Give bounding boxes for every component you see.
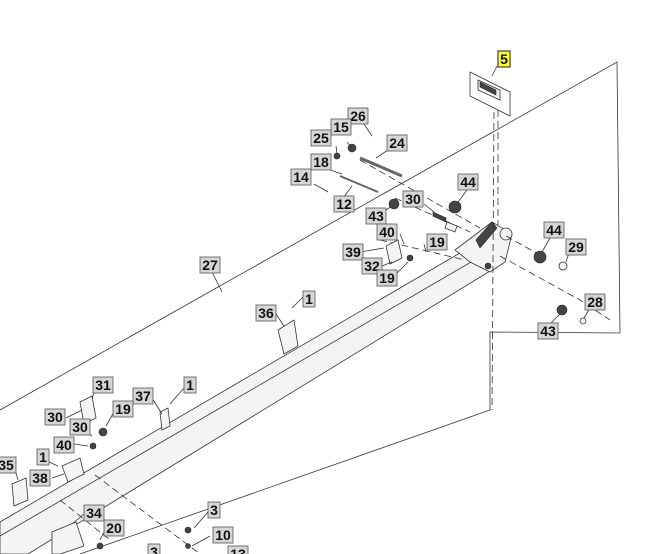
callout-box[interactable]: [53, 436, 75, 454]
callout-36[interactable]: 36: [255, 304, 277, 322]
callout-box[interactable]: [92, 376, 114, 394]
callout-40[interactable]: 40: [376, 223, 398, 241]
part-5-bracket[interactable]: [469, 71, 511, 117]
callout-box[interactable]: [565, 238, 587, 256]
callout-40[interactable]: 40: [53, 436, 75, 454]
callout-3[interactable]: 3: [147, 543, 161, 554]
callout-38[interactable]: 38: [29, 469, 51, 487]
callout-box[interactable]: [310, 129, 332, 147]
callout-box[interactable]: [330, 118, 352, 136]
callout-box[interactable]: [103, 519, 125, 537]
callout-44[interactable]: 44: [457, 173, 479, 191]
callout-1[interactable]: 1: [183, 376, 197, 394]
callout-box[interactable]: [44, 408, 66, 426]
callout-19[interactable]: 19: [112, 400, 134, 418]
callout-14[interactable]: 14: [290, 168, 312, 186]
callout-1[interactable]: 1: [302, 290, 316, 308]
callout-box[interactable]: [212, 526, 234, 544]
callout-box[interactable]: [69, 418, 91, 436]
callout-25[interactable]: 25: [310, 129, 332, 147]
callout-box[interactable]: [290, 168, 312, 186]
callout-24[interactable]: 24: [386, 134, 408, 152]
callout-box[interactable]: [199, 256, 221, 274]
callout-20[interactable]: 20: [103, 519, 125, 537]
callout-43[interactable]: 43: [365, 207, 387, 225]
callout-35[interactable]: 35: [0, 456, 17, 474]
callout-10[interactable]: 10: [212, 526, 234, 544]
callout-box[interactable]: [584, 293, 606, 311]
callout-30[interactable]: 30: [69, 418, 91, 436]
assembly-guide-lines: [59, 110, 611, 554]
callout-box[interactable]: [457, 173, 479, 191]
callout-box[interactable]: [537, 322, 559, 340]
callout-27[interactable]: 27: [199, 256, 221, 274]
callout-31[interactable]: 31: [92, 376, 114, 394]
callout-box[interactable]: [426, 233, 448, 251]
callout-box[interactable]: [310, 153, 332, 171]
callout-28[interactable]: 28: [584, 293, 606, 311]
callout-box[interactable]: [132, 387, 154, 405]
callout-box[interactable]: [112, 400, 134, 418]
callout-box[interactable]: [497, 50, 511, 68]
callout-30[interactable]: 30: [402, 190, 424, 208]
callout-box[interactable]: [207, 501, 221, 519]
callout-18[interactable]: 18: [310, 153, 332, 171]
callout-box[interactable]: [29, 469, 51, 487]
callout-43[interactable]: 43: [537, 322, 559, 340]
callout-19[interactable]: 19: [426, 233, 448, 251]
callout-box[interactable]: [342, 243, 364, 261]
callout-box[interactable]: [402, 190, 424, 208]
callout-box[interactable]: [376, 269, 398, 287]
callout-13[interactable]: 13: [227, 545, 249, 554]
callout-44[interactable]: 44: [543, 221, 565, 239]
callout-19[interactable]: 19: [376, 269, 398, 287]
callout-37[interactable]: 37: [132, 387, 154, 405]
callout-box[interactable]: [147, 543, 161, 554]
callout-30[interactable]: 30: [44, 408, 66, 426]
callout-box[interactable]: [183, 376, 197, 394]
callout-box[interactable]: [376, 223, 398, 241]
callout-box[interactable]: [543, 221, 565, 239]
callout-box[interactable]: [255, 304, 277, 322]
callout-3[interactable]: 3: [207, 501, 221, 519]
callout-box[interactable]: [347, 107, 369, 125]
callout-box[interactable]: [227, 545, 249, 554]
callout-34[interactable]: 34: [83, 504, 105, 522]
boom-beam: [0, 221, 513, 554]
callout-15[interactable]: 15: [330, 118, 352, 136]
callout-box[interactable]: [83, 504, 105, 522]
callout-29[interactable]: 29: [565, 238, 587, 256]
hardware-parts: [11, 143, 587, 554]
callout-box[interactable]: [365, 207, 387, 225]
callout-1[interactable]: 1: [36, 448, 50, 466]
callout-box[interactable]: [333, 195, 355, 213]
callout-box[interactable]: [386, 134, 408, 152]
callout-box[interactable]: [36, 448, 50, 466]
callout-box[interactable]: [302, 290, 316, 308]
callout-box[interactable]: [0, 456, 17, 474]
callout-12[interactable]: 12: [333, 195, 355, 213]
callout-5[interactable]: 5: [497, 50, 511, 68]
callout-39[interactable]: 39: [342, 243, 364, 261]
